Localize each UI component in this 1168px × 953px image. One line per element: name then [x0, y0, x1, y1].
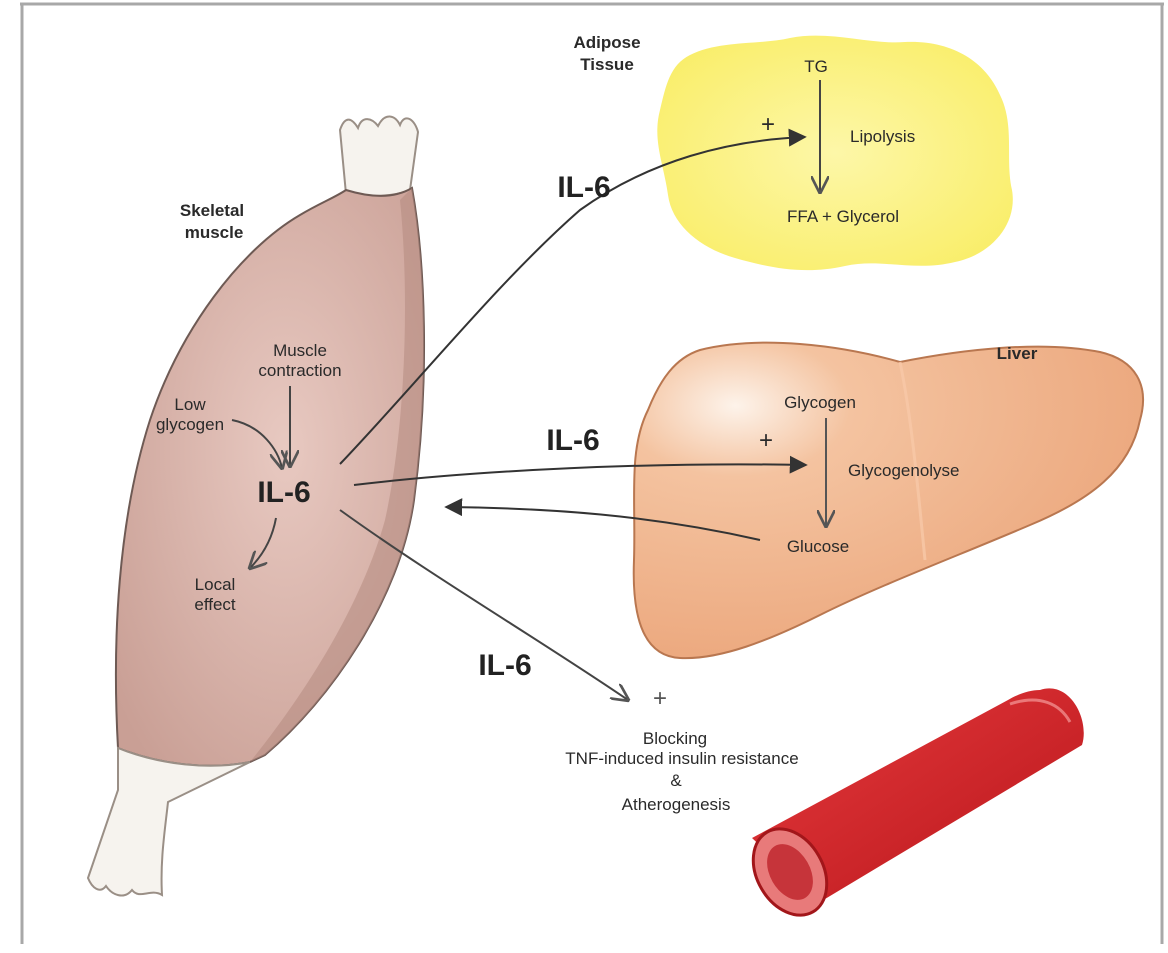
vessel-effect-line2: TNF-induced insulin resistance	[565, 749, 798, 768]
adipose-title-line1: Adipose	[573, 33, 640, 52]
arrow-to-liver-label: IL-6	[546, 424, 599, 457]
vessel-effect-line3: &	[670, 771, 682, 790]
vessel-effect-text: + Blocking TNF-induced insulin resistanc…	[565, 685, 798, 814]
vessel-effect-line1: Blocking	[643, 729, 707, 748]
muscle-title-line2: muscle	[185, 223, 244, 242]
muscle-contraction-line2: contraction	[258, 361, 341, 380]
glucose-label: Glucose	[787, 537, 849, 556]
muscle-title-line1: Skeletal	[180, 201, 244, 220]
glycogen-label: Glycogen	[784, 393, 856, 412]
low-glycogen-line1: Low	[174, 395, 206, 414]
vessel-plus-sign: +	[653, 685, 667, 712]
liver: Liver Glycogen Glycogenolyse Glucose +	[634, 343, 1143, 658]
arrow-to-vessel-label: IL-6	[478, 649, 531, 682]
ffa-glycerol-label: FFA + Glycerol	[787, 207, 899, 226]
low-glycogen-line2: glycogen	[156, 415, 224, 434]
muscle-il6-label: IL-6	[257, 476, 310, 509]
liver-title: Liver	[997, 344, 1038, 363]
adipose-title-line2: Tissue	[580, 55, 634, 74]
muscle-top-tendon	[340, 116, 418, 196]
blood-vessel	[738, 688, 1083, 928]
liver-shape	[634, 343, 1143, 658]
skeletal-muscle: Skeletal muscle Muscle contraction Low g…	[88, 116, 424, 895]
vessel-effect-line4: Atherogenesis	[622, 795, 731, 814]
tg-label: TG	[804, 57, 828, 76]
arrow-to-adipose-label: IL-6	[557, 171, 610, 204]
muscle-contraction-line1: Muscle	[273, 341, 327, 360]
local-effect-line2: effect	[194, 595, 236, 614]
adipose-plus-sign: +	[761, 111, 775, 138]
glycogenolysis-label: Glycogenolyse	[848, 461, 960, 480]
lipolysis-label: Lipolysis	[850, 127, 915, 146]
local-effect-line1: Local	[195, 575, 236, 594]
muscle-bottom-tendon	[88, 748, 250, 896]
adipose-tissue: Adipose Tissue TG Lipolysis FFA + Glycer…	[573, 33, 1012, 270]
adipose-blob	[657, 36, 1013, 271]
liver-plus-sign: +	[759, 427, 773, 454]
